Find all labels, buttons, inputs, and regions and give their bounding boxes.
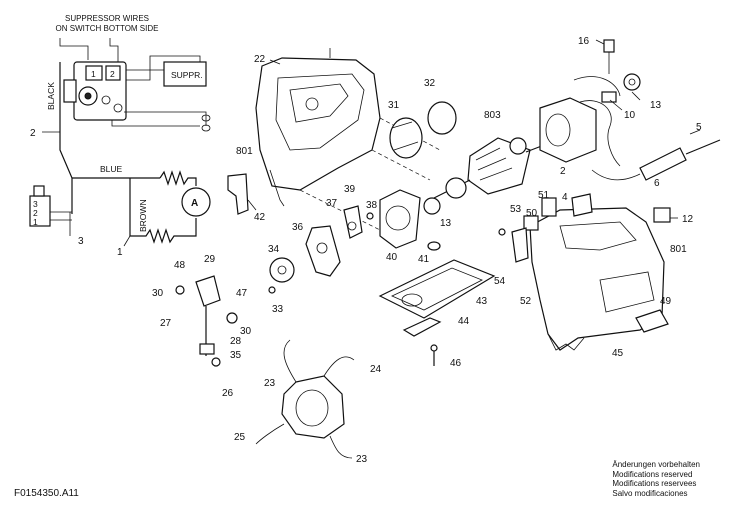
drive-parts	[305, 205, 441, 277]
bearing-sleeves	[389, 101, 457, 159]
switch-pin-2: 2	[110, 69, 115, 79]
part-3-label: 3	[78, 236, 84, 247]
part-54-label: 54	[494, 276, 506, 287]
part-43-label: 43	[476, 296, 488, 307]
plunger-assembly	[175, 275, 276, 367]
part-12-label: 12	[682, 214, 694, 225]
heading-line-2: ON SWITCH BOTTOM SIDE	[55, 24, 159, 33]
part-callouts	[42, 39, 701, 247]
part-26-label: 26	[222, 388, 234, 399]
part-27-label: 27	[160, 318, 172, 329]
armature-803	[433, 137, 553, 199]
part-49-label: 49	[660, 296, 672, 307]
part-23-label-a: 23	[264, 378, 276, 389]
field-stator	[539, 76, 621, 167]
note-line-en: Modifications reserved	[612, 469, 693, 479]
part-53-label: 53	[510, 204, 522, 215]
part-51-label: 51	[538, 190, 550, 201]
part-52-label: 52	[520, 296, 532, 307]
part-49	[635, 309, 669, 333]
switch-pin-box-2	[105, 65, 121, 81]
part-45-label: 45	[612, 348, 624, 359]
part-30-label-a: 30	[152, 288, 164, 299]
gear-34	[269, 257, 295, 283]
part-24-label: 24	[370, 364, 382, 375]
part-801-label-a: 801	[236, 146, 253, 157]
part-37-label: 37	[326, 198, 338, 209]
part-34-label: 34	[268, 244, 280, 255]
brush-parts	[601, 39, 641, 103]
part-10-label: 10	[624, 110, 636, 121]
part-803-label: 803	[484, 110, 501, 121]
part-47-label: 47	[236, 288, 248, 299]
part-38-label: 38	[366, 200, 378, 211]
switch-pin-box-1	[85, 65, 103, 81]
blade-clamp-44	[402, 317, 442, 337]
part-2-label: 2	[30, 128, 36, 139]
fan-and-gears	[269, 189, 441, 283]
modifications-note: Änderungen vorbehalten Modifications res…	[612, 460, 700, 498]
motor-symbol-letter: A	[191, 198, 198, 209]
heading-line-1: SUPPRESSOR WIRES	[64, 14, 149, 23]
part-48-label: 48	[174, 260, 186, 271]
part-4-label: 4	[562, 192, 568, 203]
part-25-label: 25	[234, 432, 246, 443]
terminal-pin-1: 1	[33, 217, 38, 227]
suppressor-wires-heading: SUPPRESSOR WIRES ON SWITCH BOTTOM SIDE	[52, 14, 162, 34]
part-46-label: 46	[450, 358, 462, 369]
motor-symbol	[181, 187, 211, 217]
drawing-code: F0154350.A11	[14, 488, 79, 499]
terminal-pin-2: 2	[33, 208, 38, 218]
part-31-label: 31	[388, 100, 400, 111]
part-30-label-b: 30	[240, 326, 252, 337]
part-39-label: 39	[344, 184, 356, 195]
part-23-label-b: 23	[356, 454, 368, 465]
field-coil	[255, 339, 355, 459]
note-line-de: Änderungen vorbehalten	[612, 460, 700, 469]
housing-right-half	[529, 207, 669, 351]
part-35-label: 35	[230, 350, 242, 361]
part-801-label-b: 801	[670, 244, 687, 255]
part-42-label: 42	[254, 212, 266, 223]
note-line-es: Salvo modificaciones	[612, 488, 688, 498]
part-13-label-a: 13	[650, 100, 662, 111]
switch-pin-1: 1	[91, 69, 96, 79]
wiring-schematic: 1 2 SUPPR. BLACK BLUE BROWN A 3 2 1	[29, 38, 211, 244]
part-16-label: 16	[578, 36, 590, 47]
base-plate	[378, 259, 496, 366]
part-32-label: 32	[424, 78, 436, 89]
switch-parts	[498, 193, 671, 263]
part-22-label: 22	[254, 54, 266, 65]
suppressor-label: SUPPR.	[171, 70, 203, 80]
black-wire-label: BLACK	[46, 82, 56, 110]
part-2-stator-label: 2	[560, 166, 566, 177]
part-6-label: 6	[654, 178, 660, 189]
part-28-label: 28	[230, 336, 242, 347]
power-cord	[591, 139, 721, 181]
part-33-label: 33	[272, 304, 284, 315]
blue-wire-label: BLUE	[100, 164, 123, 174]
part-50-label: 50	[526, 208, 538, 219]
part-29-label: 29	[204, 254, 216, 265]
housing-left-half	[255, 57, 441, 231]
part-40-label: 40	[386, 252, 398, 263]
part-42-plate	[227, 173, 249, 215]
part-36-label: 36	[292, 222, 304, 233]
part-1-label: 1	[117, 247, 123, 258]
part-5-label: 5	[696, 122, 702, 133]
terminal-pin-3: 3	[33, 199, 38, 209]
note-line-fr: Modifications reservees	[612, 479, 697, 488]
part-13-label-b: 13	[440, 218, 452, 229]
part-41-label: 41	[418, 254, 430, 265]
part-44-label: 44	[458, 316, 470, 327]
suppressor-box	[163, 61, 207, 87]
brown-wire-label: BROWN	[138, 199, 148, 232]
